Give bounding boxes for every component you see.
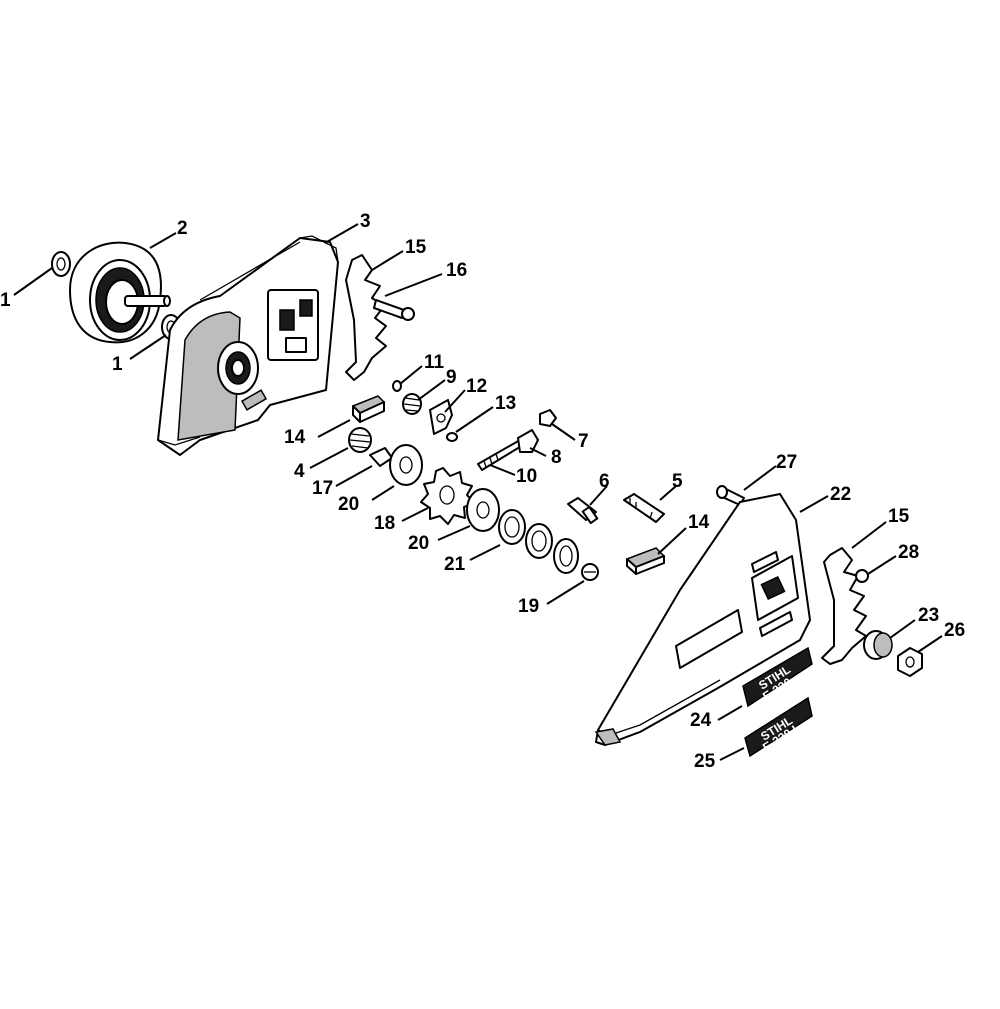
leader-lines <box>13 223 943 761</box>
callout-14: 14 <box>688 512 710 533</box>
callout-4: 4 <box>294 461 305 482</box>
callout-14: 14 <box>284 427 306 448</box>
part-3-crankcase-side-cover <box>157 235 339 456</box>
part-9-worm-gear <box>402 393 422 415</box>
callout-2: 2 <box>177 218 188 239</box>
part-27-screw <box>716 485 745 506</box>
part-22-sprocket-cover <box>594 493 811 746</box>
callout-12: 12 <box>466 376 487 397</box>
part-14-slide-lower <box>625 547 666 575</box>
callout-15: 15 <box>888 506 910 527</box>
callout-numbers: 1 1 2 3 4 5 6 7 8 9 10 11 12 13 14 14 15… <box>0 211 965 772</box>
part-4-needle-cage <box>348 427 372 453</box>
part-26-hex-nut <box>897 647 923 677</box>
callout-8: 8 <box>551 447 562 468</box>
callout-3: 3 <box>360 211 371 232</box>
callout-18: 18 <box>374 513 395 534</box>
callout-28: 28 <box>898 542 919 563</box>
callout-19: 19 <box>518 596 539 617</box>
part-25-decal: STIHL E 220 L <box>744 696 813 758</box>
part-13-small-screw <box>446 432 458 442</box>
part-12-plate <box>429 399 453 435</box>
part-23-collar-nut <box>863 630 893 660</box>
part-14-slide-upper <box>351 395 386 423</box>
part-18-sprocket <box>420 467 475 525</box>
callout-20: 20 <box>338 494 359 515</box>
part-7-nut <box>539 409 557 427</box>
part-11-o-ring <box>392 380 402 392</box>
part-21-ring-3 <box>553 538 579 574</box>
callout-23: 23 <box>918 605 939 626</box>
part-15-bumper-spike-upper <box>345 254 387 381</box>
part-20-washer-lower <box>466 488 500 532</box>
callout-22: 22 <box>830 484 851 505</box>
part-15-bumper-spike-lower <box>821 547 867 665</box>
callout-9: 9 <box>446 367 457 388</box>
part-20-washer-upper <box>389 444 423 486</box>
part-28-nut <box>855 569 869 583</box>
part-19-screw <box>581 563 599 581</box>
part-2-clutch-drum <box>69 241 171 344</box>
part-6-stud <box>567 497 599 525</box>
callout-6: 6 <box>599 471 610 492</box>
callout-21: 21 <box>444 554 466 575</box>
part-17-washer <box>369 447 393 467</box>
callout-26: 26 <box>944 620 965 641</box>
callout-1: 1 <box>0 290 11 311</box>
callout-10: 10 <box>516 466 537 487</box>
part-21-ring-1 <box>498 509 526 545</box>
callout-15: 15 <box>405 237 427 258</box>
callout-13: 13 <box>495 393 516 414</box>
callout-16: 16 <box>446 260 467 281</box>
callout-17: 17 <box>312 478 333 499</box>
part-8-tensioner <box>517 429 539 453</box>
callout-27: 27 <box>776 452 797 473</box>
callout-7: 7 <box>578 431 589 452</box>
callout-1: 1 <box>112 354 123 375</box>
callout-5: 5 <box>672 471 683 492</box>
callout-24: 24 <box>690 710 712 731</box>
callout-11: 11 <box>424 352 445 373</box>
callout-25: 25 <box>694 751 716 772</box>
callout-20: 20 <box>408 533 429 554</box>
part-16-screw <box>373 299 415 321</box>
part-1-washer-left <box>51 251 71 277</box>
part-5-stud <box>623 493 665 523</box>
part-21-ring-2 <box>525 523 553 559</box>
